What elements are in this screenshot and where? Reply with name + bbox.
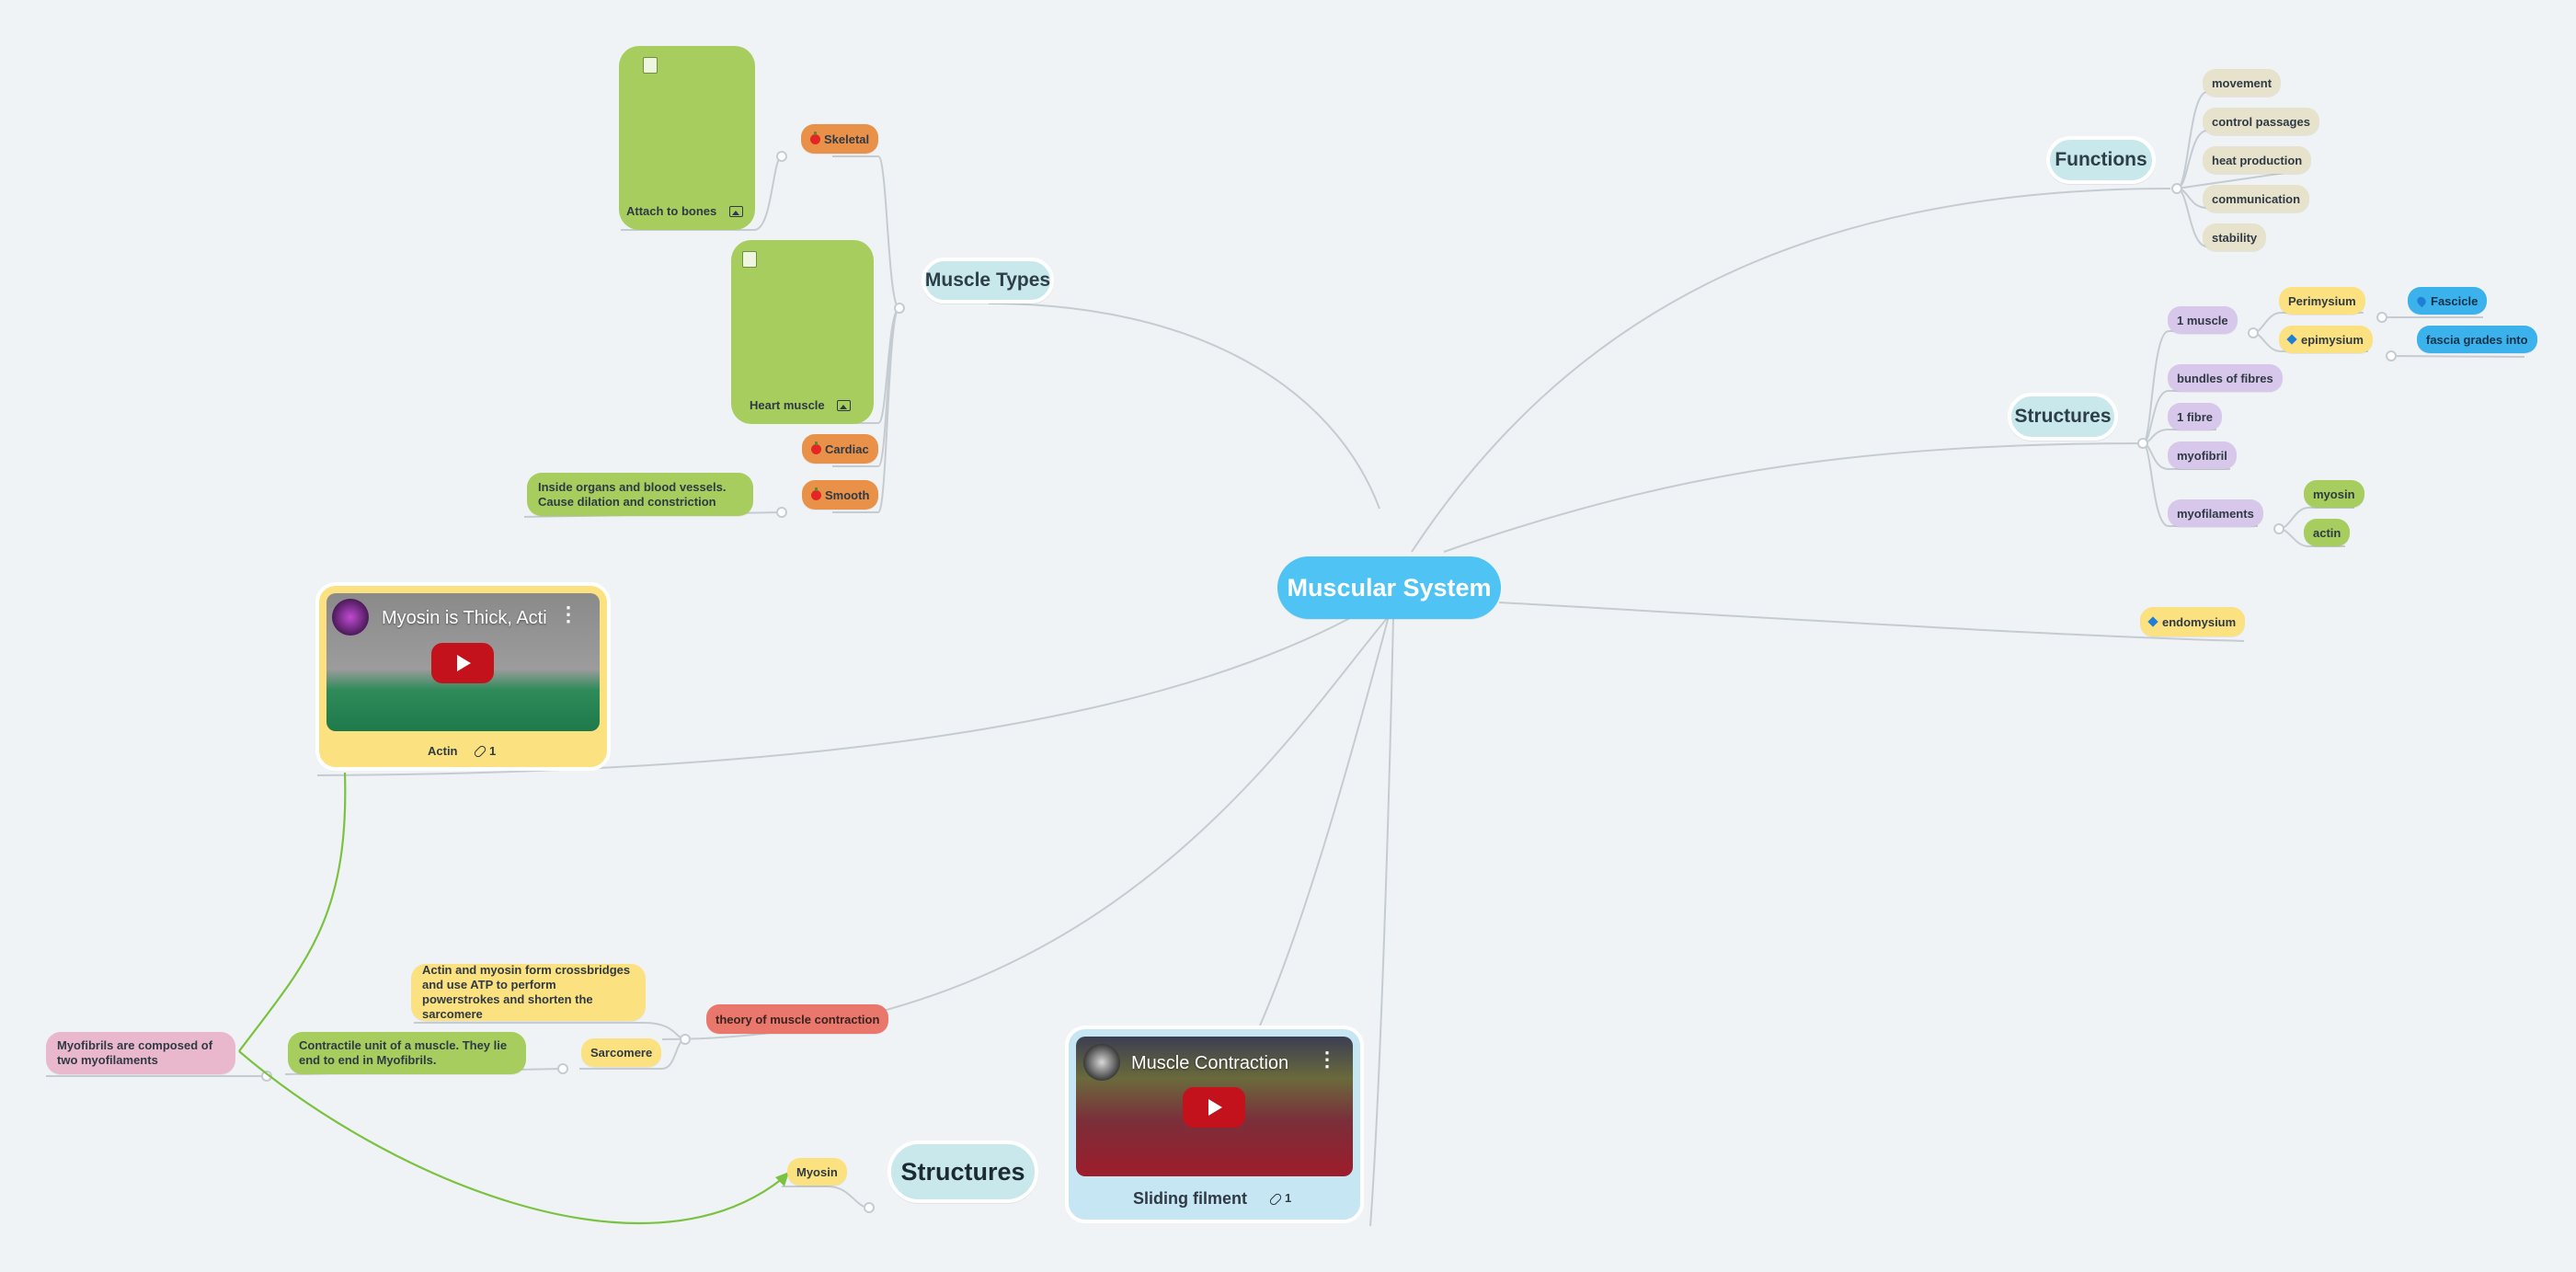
tomato-icon (811, 441, 821, 454)
one-muscle-node[interactable]: 1 muscle (2168, 306, 2238, 334)
perimysium-node[interactable]: Perimysium (2279, 287, 2365, 315)
fascicle-label: Fascicle (2431, 293, 2479, 308)
link-icon[interactable] (1268, 1192, 1283, 1207)
heart-icon (2415, 294, 2428, 307)
endomysium-label: endomysium (2162, 614, 2237, 629)
myofilaments-node[interactable]: myofilaments (2168, 499, 2263, 527)
smooth-label: Smooth (825, 487, 870, 502)
structures-node[interactable]: Structures (2008, 393, 2118, 441)
broken-image-icon (742, 251, 757, 268)
myosin-node[interactable]: myosin (2304, 480, 2364, 508)
epimysium-label: epimysium (2301, 332, 2364, 347)
diamond-icon (2286, 334, 2297, 345)
channel-avatar (332, 599, 369, 636)
sliding-video-title: Muscle Contraction (1131, 1053, 1289, 1073)
muscle-types-node[interactable]: Muscle Types (922, 258, 1054, 304)
arrow-to-actin (238, 772, 347, 1052)
heart-muscle-label: Heart muscle (750, 398, 825, 412)
cardiac-label: Cardiac (825, 441, 869, 456)
smooth-node[interactable]: Smooth (802, 480, 879, 510)
endomysium-node[interactable]: endomysium (2140, 607, 2246, 636)
sarcomere-note[interactable]: Contractile unit of a muscle. They lie e… (288, 1032, 526, 1074)
diamond-icon (2147, 616, 2158, 627)
attach-bones-label: Attach to bones (626, 204, 717, 218)
myofibrils-note[interactable]: Myofibrils are composed of two myofilame… (46, 1032, 235, 1074)
sliding-card-label: Sliding filment (1133, 1189, 1247, 1208)
attach-bones-card[interactable]: Attach to bones (619, 46, 755, 230)
functions-node[interactable]: Functions (2046, 136, 2156, 184)
channel-avatar (1083, 1044, 1120, 1081)
play-button-icon[interactable] (1183, 1087, 1245, 1128)
more-icon[interactable]: ⋮ (558, 602, 578, 625)
function-item[interactable]: movement (2203, 69, 2282, 97)
epimysium-node[interactable]: epimysium (2279, 326, 2373, 353)
root-node[interactable]: Muscular System (1277, 556, 1501, 619)
heart-muscle-card[interactable]: Heart muscle (731, 240, 874, 424)
actin-card-label: Actin (428, 744, 458, 758)
link-count: 1 (1285, 1191, 1292, 1205)
play-button-icon[interactable] (431, 643, 494, 683)
fascia-node[interactable]: fascia grades into (2417, 326, 2537, 353)
actin-video[interactable]: Myosin is Thick, Acti ⋮ (326, 593, 600, 731)
sliding-video[interactable]: Muscle Contraction ⋮ (1076, 1037, 1353, 1176)
sliding-video-card[interactable]: Muscle Contraction ⋮ Sliding filment 1 (1065, 1026, 1364, 1223)
actin-node[interactable]: actin (2304, 519, 2351, 546)
crossbridge-note[interactable]: Actin and myosin form crossbridges and u… (411, 963, 646, 1021)
skeletal-label: Skeletal (824, 132, 870, 146)
myofibril-node[interactable]: myofibril (2168, 441, 2237, 469)
structures-bottom-node[interactable]: Structures (887, 1140, 1038, 1203)
fibre-node[interactable]: 1 fibre (2168, 403, 2223, 430)
bundles-node[interactable]: bundles of fibres (2168, 364, 2283, 392)
cardiac-node[interactable]: Cardiac (802, 434, 878, 464)
link-icon[interactable] (473, 744, 487, 759)
tomato-icon (811, 487, 821, 500)
function-item[interactable]: heat production (2203, 146, 2312, 174)
broken-image-icon (643, 57, 658, 74)
arrow-to-myosin (238, 1050, 783, 1225)
sarcomere-node[interactable]: Sarcomere (581, 1038, 662, 1067)
smooth-note[interactable]: Inside organs and blood vessels. Cause d… (527, 473, 753, 516)
image-icon (837, 400, 851, 411)
link-count: 1 (489, 744, 497, 758)
myosin-bottom-node[interactable]: Myosin (787, 1158, 847, 1186)
image-icon (729, 206, 743, 217)
actin-video-card[interactable]: Myosin is Thick, Acti ⋮ Actin 1 (315, 582, 611, 771)
fascicle-node[interactable]: Fascicle (2408, 287, 2488, 315)
more-icon[interactable]: ⋮ (1317, 1048, 1337, 1071)
actin-video-title: Myosin is Thick, Acti (382, 608, 547, 628)
function-item[interactable]: control passages (2203, 108, 2319, 135)
skeletal-node[interactable]: Skeletal (801, 124, 879, 154)
function-item[interactable]: stability (2203, 223, 2267, 251)
tomato-icon (810, 131, 820, 144)
function-item[interactable]: communication (2203, 185, 2310, 212)
theory-contraction-node[interactable]: theory of muscle contraction (706, 1004, 889, 1034)
